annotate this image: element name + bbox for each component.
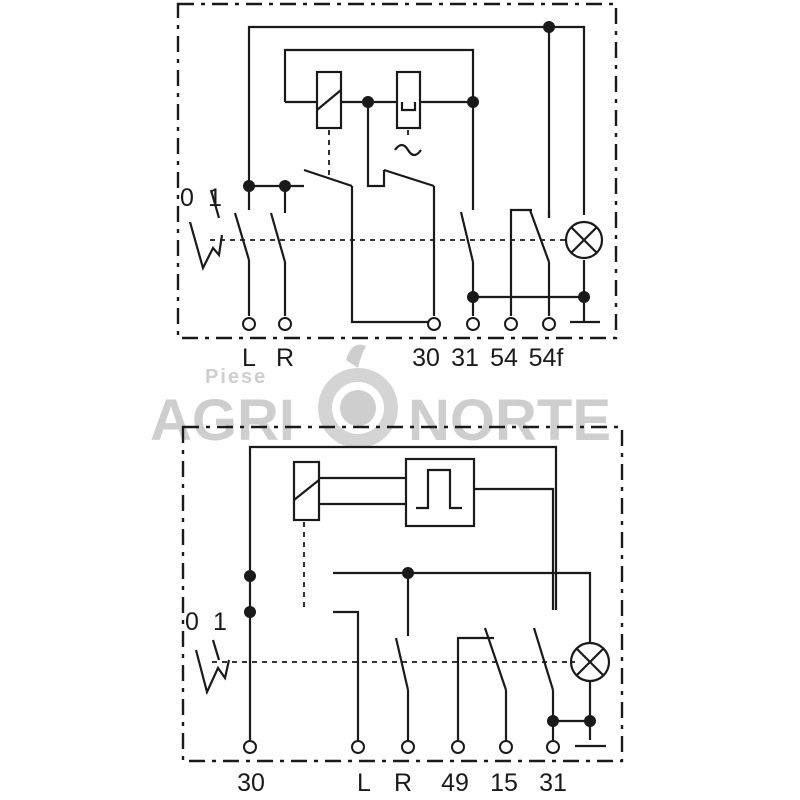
- bottom-terminal-label: R: [394, 769, 412, 797]
- top-node: [467, 291, 479, 303]
- top-relay-contact-2: [383, 168, 435, 188]
- bottom-signal-bus: [333, 571, 592, 642]
- bottom-position-1-label: 1: [213, 608, 227, 636]
- top-node: [543, 21, 555, 33]
- watermark: Piese AGRI NORTE: [150, 344, 611, 453]
- bottom-node: [547, 715, 559, 727]
- bottom-terminal-R: [401, 740, 415, 754]
- top-feed-wire: [247, 25, 586, 215]
- top-switch-54-blade: [528, 209, 551, 263]
- bottom-flasher-module: [404, 457, 476, 528]
- bottom-node: [584, 715, 596, 727]
- top-switch-L-blade: [233, 212, 251, 261]
- bottom-feed-wire: [248, 445, 558, 740]
- top-switch-R-blade: [269, 212, 287, 263]
- bottom-indicator-lamp-icon: [569, 641, 611, 683]
- top-terminal-54f: [542, 317, 556, 331]
- bottom-terminal-label: 49: [441, 769, 469, 797]
- bottom-detent-symbol: [194, 649, 231, 696]
- bottom-terminal-15: [499, 740, 513, 754]
- bottom-relay-coil: [292, 460, 321, 522]
- top-thermal-element: [395, 70, 422, 130]
- watermark-small-text: Piese: [205, 366, 267, 388]
- top-terminal-label: 31: [451, 344, 479, 372]
- bottom-terminal-label: 30: [237, 769, 265, 797]
- gear-logo-icon: [318, 344, 398, 448]
- bottom-terminal-label: 31: [539, 769, 567, 797]
- top-terminal-31: [466, 317, 480, 331]
- bottom-ground-bus: [553, 719, 606, 748]
- top-node: [578, 291, 590, 303]
- bottom-switch-15-blade: [483, 627, 508, 691]
- top-terminal-label: R: [276, 344, 294, 372]
- top-indicator-lamp-icon: [564, 220, 604, 260]
- watermark-right-text: NORTE: [408, 388, 611, 453]
- bottom-switch-31-blade: [532, 627, 555, 691]
- pulse-icon: [416, 468, 462, 510]
- bottom-contact-L: [333, 610, 360, 740]
- top-node: [467, 96, 479, 108]
- top-node: [362, 96, 374, 108]
- top-inner-loop: [283, 48, 475, 102]
- bottom-switch-R-blade: [394, 637, 410, 691]
- top-position-1-label: 1: [208, 184, 222, 212]
- top-terminal-label: L: [242, 344, 256, 372]
- top-node: [243, 180, 255, 192]
- top-enclosure: [176, 2, 618, 340]
- top-node: [279, 180, 291, 192]
- bottom-terminal-49: [451, 740, 465, 754]
- bottom-enclosure: [181, 425, 624, 763]
- top-switch-31-blade: [459, 211, 475, 263]
- bottom-node: [244, 570, 256, 582]
- bottom-node: [402, 567, 414, 579]
- watermark-left-text: AGRI: [150, 388, 295, 453]
- top-terminal-30: [427, 317, 441, 331]
- top-detent-symbol: [188, 221, 224, 272]
- top-terminal-label: 30: [412, 344, 440, 372]
- top-terminal-R: [278, 317, 292, 331]
- top-position-0-label: 0: [180, 184, 194, 212]
- bottom-terminal-30: [243, 740, 257, 754]
- top-ac-symbol: [394, 143, 422, 157]
- top-terminal-label: 54f: [529, 344, 564, 372]
- top-terminal-L: [242, 317, 256, 331]
- bottom-position-0-label: 0: [185, 608, 199, 636]
- top-diagram: 0 1 L R 30 31 54 54f: [176, 2, 618, 372]
- bottom-terminal-label: 15: [490, 769, 518, 797]
- top-relay-contact-1: [303, 168, 353, 188]
- bottom-node: [244, 606, 256, 618]
- bottom-terminal-L: [351, 740, 365, 754]
- top-terminal-54: [504, 317, 518, 331]
- top-terminal-label: 54: [490, 344, 518, 372]
- bottom-terminal-31: [546, 740, 560, 754]
- bottom-terminal-label: L: [357, 769, 371, 797]
- top-relay-coil: [315, 70, 343, 130]
- bottom-diagram: 0 1 30 L R 49 15 31: [181, 425, 624, 797]
